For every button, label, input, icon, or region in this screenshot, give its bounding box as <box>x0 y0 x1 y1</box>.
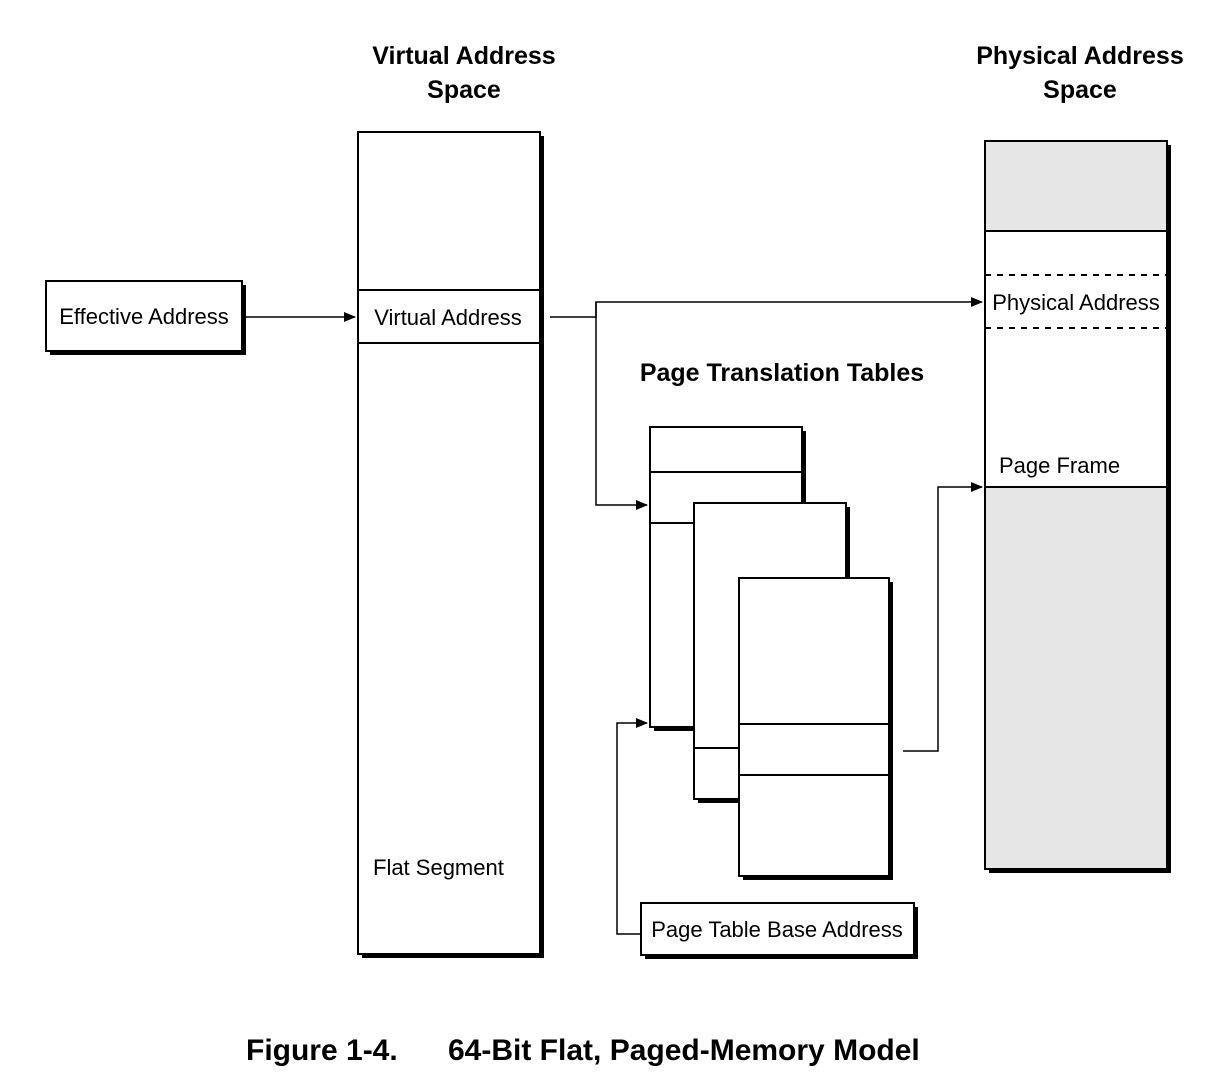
page-tables-title: Page Translation Tables <box>640 359 924 387</box>
physical-shaded-top <box>986 142 1166 231</box>
physical-address-space: Physical Address Page Frame <box>984 140 1171 873</box>
virtual-space-title-line1: Virtual Address <box>372 42 555 70</box>
physical-shaded-bottom <box>986 487 1166 868</box>
page-frame-label: Page Frame <box>999 453 1120 478</box>
virtual-to-physical-arrow <box>550 297 983 318</box>
virtual-to-tables-arrow <box>595 302 648 510</box>
page-table-base-address-box: Page Table Base Address <box>640 902 918 959</box>
flat-segment-label: Flat Segment <box>373 855 504 880</box>
virtual-space-title-line2: Space <box>427 76 501 104</box>
page-table-level-3 <box>738 577 893 880</box>
tables-to-page-frame-arrow <box>903 482 983 752</box>
effective-address-box: Effective Address <box>45 280 246 355</box>
figure-title: 64-Bit Flat, Paged-Memory Model <box>448 1034 920 1067</box>
virtual-address-label: Virtual Address <box>374 305 522 330</box>
physical-space-title-line1: Physical Address <box>976 42 1184 70</box>
page-table-base-address-label: Page Table Base Address <box>651 917 903 942</box>
figure-number: Figure 1-4. <box>246 1034 398 1067</box>
physical-address-label: Physical Address <box>992 290 1160 315</box>
base-address-to-tables-arrow <box>616 718 648 935</box>
virtual-address-space: Virtual Address Flat Segment <box>357 131 544 958</box>
effective-address-label: Effective Address <box>59 304 229 329</box>
physical-space-title-line2: Space <box>1043 76 1117 104</box>
